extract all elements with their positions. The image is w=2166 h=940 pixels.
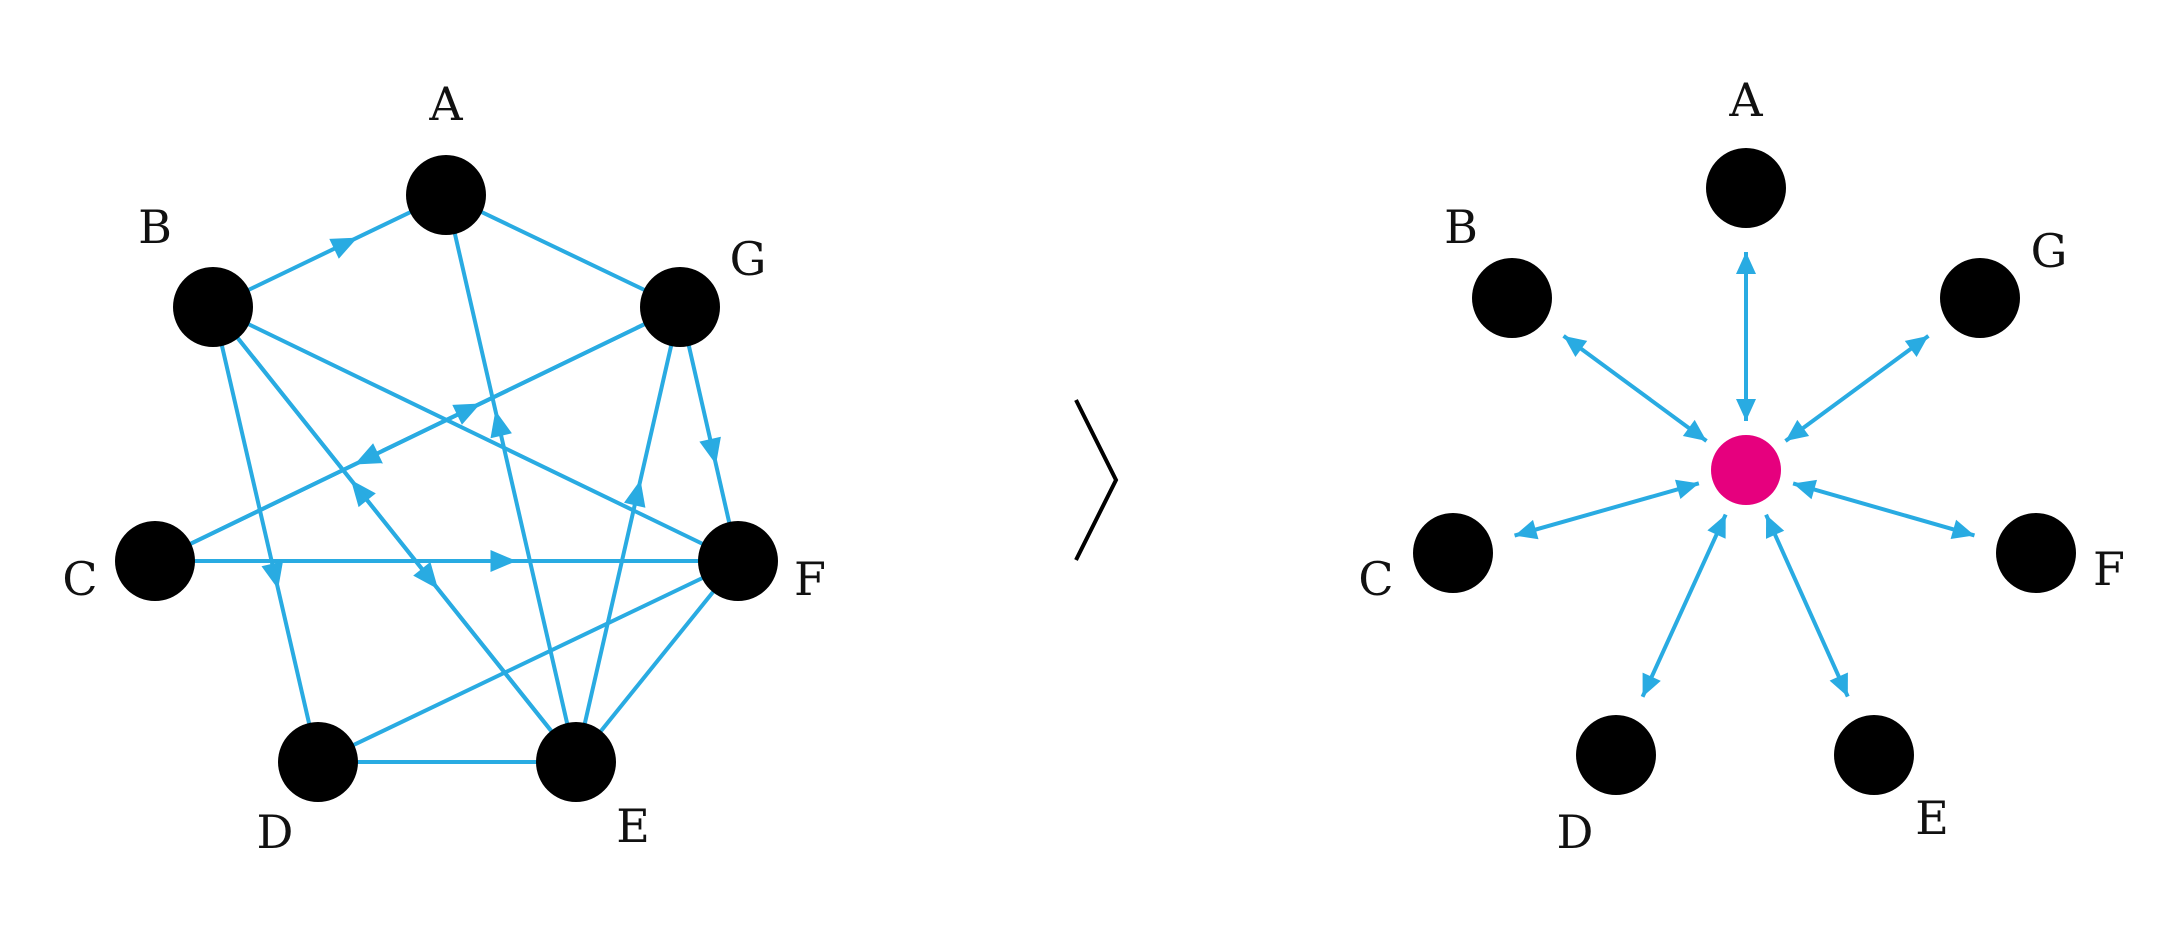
edge-hub-a-head-out — [1736, 252, 1756, 274]
node-label-b: B — [138, 200, 172, 254]
arrowhead-b-a — [329, 237, 358, 259]
edge-hub-f-head-in — [1793, 479, 1817, 500]
edge-hub-b — [1562, 334, 1708, 443]
edge-hub-f-head-out — [1950, 519, 1975, 539]
edge-b-a — [212, 193, 447, 309]
node-label-c: C — [62, 552, 97, 606]
edge-hub-d-head-out — [1642, 672, 1661, 697]
edge-c-g — [154, 305, 681, 563]
node-e — [536, 722, 616, 802]
left-graph-edges — [154, 193, 740, 764]
left-graph-labels: A B G C F D E — [62, 77, 826, 859]
edge-f-e — [574, 559, 740, 764]
edge-b-f — [212, 305, 739, 563]
hub-node — [1711, 435, 1781, 505]
arrowhead-c-g — [452, 403, 481, 425]
node-label-f: F — [2093, 542, 2125, 596]
left-graph-nodes — [115, 155, 778, 802]
edge-hub-g-head-in — [1785, 419, 1810, 441]
chevron-right-icon — [1074, 399, 1119, 561]
node-f — [1996, 513, 2076, 593]
node-label-g: G — [730, 232, 767, 286]
edge-hub-e — [1764, 513, 1850, 698]
edge-hub-b-head-out — [1563, 335, 1588, 357]
edge-f-d — [317, 559, 739, 764]
node-a — [1706, 148, 1786, 228]
node-c — [1413, 513, 1493, 593]
edge-hub-e-head-out — [1829, 672, 1848, 697]
right-graph-labels: A B G C F D E — [1358, 73, 2125, 859]
node-a — [406, 155, 486, 235]
edge-hub-g-head-out — [1904, 335, 1929, 357]
node-c — [115, 521, 195, 601]
edge-e-g — [574, 306, 682, 763]
edge-hub-c-head-in — [1675, 479, 1699, 499]
edge-hub-c — [1514, 481, 1700, 538]
node-b — [1472, 258, 1552, 338]
right-graph-nodes — [1413, 148, 2076, 795]
node-label-c: C — [1358, 552, 1393, 606]
node-g — [1940, 258, 2020, 338]
edge-hub-d — [1640, 513, 1728, 698]
arrowhead-e-g — [624, 479, 646, 508]
node-b — [173, 267, 253, 347]
edge-hub-d-head-in — [1707, 514, 1726, 539]
edge-b-e — [211, 305, 578, 764]
node-f — [698, 521, 778, 601]
edge-a-g — [445, 193, 681, 309]
edge-hub-g — [1784, 334, 1930, 443]
arrowhead-c-f — [490, 550, 517, 572]
right-graph-edges — [1514, 252, 1976, 698]
arrowhead-b-d — [261, 561, 283, 590]
node-label-a: A — [1728, 73, 1763, 127]
node-d — [278, 722, 358, 802]
node-label-a: A — [428, 77, 463, 131]
arrowhead-e-a — [490, 410, 512, 439]
node-label-e: E — [616, 799, 650, 853]
node-label-g: G — [2031, 224, 2068, 278]
node-g — [640, 267, 720, 347]
node-label-d: D — [257, 805, 294, 859]
edge-g-f — [678, 306, 740, 562]
node-label-f: F — [794, 552, 826, 606]
edge-hub-e-head-in — [1766, 514, 1785, 539]
edge-hub-a-head-in — [1736, 399, 1756, 421]
edge-b-d — [211, 306, 320, 763]
node-e — [1834, 715, 1914, 795]
edge-hub-f — [1792, 481, 1976, 538]
node-label-e: E — [1915, 791, 1949, 845]
node-label-d: D — [1557, 805, 1594, 859]
arrowhead-b-e — [413, 561, 439, 590]
edge-e-a — [444, 194, 578, 763]
node-label-b: B — [1444, 200, 1478, 254]
arrowhead-g-f — [699, 436, 721, 465]
edge-hub-c-head-out — [1514, 519, 1539, 540]
node-d — [1576, 715, 1656, 795]
edge-hub-b-head-in — [1682, 419, 1707, 441]
